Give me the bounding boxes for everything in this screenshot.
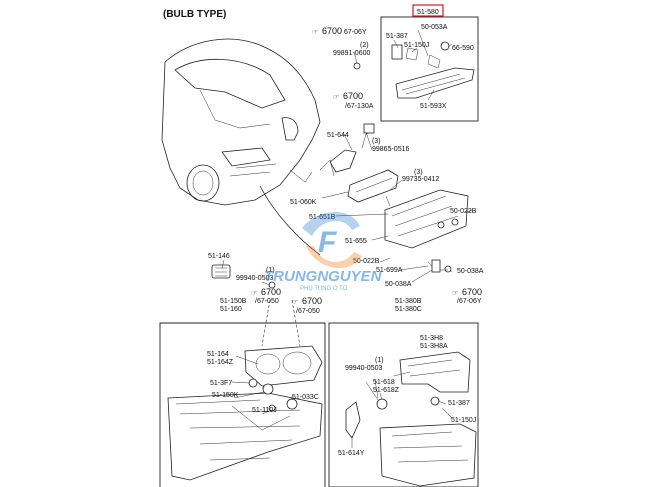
qty-1b: (1)	[375, 357, 384, 364]
label-51-110J[interactable]: 51-110J	[252, 407, 277, 414]
ref-arrow-icon-b: ☞	[333, 94, 339, 101]
vehicle-rear-drawing	[161, 38, 321, 256]
label-51-644[interactable]: 51-644	[327, 132, 349, 139]
label-50-038A-right[interactable]: 50-038A	[457, 268, 484, 275]
label-99940-0503-b[interactable]: 99940-0503	[345, 365, 382, 372]
label-99735-0412[interactable]: 99735-0412	[402, 176, 439, 183]
label-51-618Z[interactable]: 51-618Z	[373, 387, 400, 394]
label-51-060K[interactable]: 51-060K	[290, 199, 317, 206]
qty-3b: (3)	[414, 169, 423, 176]
label-51-150J-bottom[interactable]: 51-150J	[451, 417, 476, 424]
high-mount-lamp-drawing	[391, 41, 475, 99]
watermark-tagline: PHỤ TÙNG Ô TÔ	[300, 285, 348, 292]
watermark-brand: TRUNGNGUYEN	[264, 268, 383, 285]
small-fastener-drawing	[211, 264, 276, 289]
ref-67-06Y-a[interactable]: 67-06Y	[344, 29, 367, 36]
right-tail-lamp-drawing	[345, 351, 477, 487]
highlight-part-label[interactable]: 51-580	[417, 9, 439, 16]
ref-6700-e[interactable]: 6700	[462, 287, 482, 297]
label-51-164Z[interactable]: 51-164Z	[207, 359, 234, 366]
qty-1a: (1)	[266, 267, 275, 274]
inset-box-high-mount	[380, 16, 479, 122]
ref-arrow-icon-d: ☞	[292, 299, 298, 306]
label-51-380B[interactable]: 51-380B	[395, 298, 422, 305]
label-51-150K[interactable]: 51-150K	[212, 392, 239, 399]
label-51-150J-top[interactable]: 51-150J	[404, 42, 429, 49]
ref-6700-d[interactable]: 6700	[302, 296, 322, 306]
label-51-146[interactable]: 51-146	[208, 253, 230, 260]
highlight-box	[412, 4, 444, 17]
label-66-590[interactable]: 66-590	[452, 45, 474, 52]
label-50-053A[interactable]: 50-053A	[421, 24, 448, 31]
label-51-655[interactable]: 51-655	[345, 238, 367, 245]
qty-2: (2)	[360, 42, 369, 49]
label-51-3H8[interactable]: 51-3H8	[420, 335, 443, 342]
label-51-380C[interactable]: 51-380C	[395, 306, 422, 313]
label-99865-0516[interactable]: 99865-0516	[372, 146, 409, 153]
label-50-038A-left[interactable]: 50-038A	[385, 281, 412, 288]
watermark: F TRUNGNGUYEN PHỤ TÙNG Ô TÔ	[264, 211, 383, 292]
diagram-title: (BULB TYPE)	[163, 9, 226, 20]
label-99891-0600[interactable]: 99891-0600	[333, 50, 370, 57]
ref-arrow-icon-c: ☞	[251, 290, 257, 297]
ref-arrow-icon-e: ☞	[452, 290, 458, 297]
left-tail-lamp-drawing	[167, 299, 323, 481]
label-51-033C[interactable]: 51-033C	[292, 394, 319, 401]
label-51-651B[interactable]: 51-651B	[309, 214, 336, 221]
ref-67-050-c[interactable]: /67-050	[255, 298, 279, 305]
ref-67-050-d[interactable]: /67-050	[296, 308, 320, 315]
watermark-logo-icon: F	[318, 226, 337, 259]
label-50-022B-left[interactable]: 50-022B	[353, 258, 380, 265]
label-51-593X[interactable]: 51-593X	[420, 103, 447, 110]
inset-box-left-lamp	[159, 322, 326, 487]
ref-6700-a[interactable]: 6700	[322, 26, 342, 36]
center-lamp-assembly-drawing	[319, 62, 469, 273]
label-50-022B-right[interactable]: 50-022B	[450, 208, 477, 215]
ref-67-06Y-e[interactable]: /67-06Y	[457, 298, 482, 305]
ref-67-130A[interactable]: /67-130A	[345, 103, 374, 110]
ref-6700-c[interactable]: 6700	[261, 287, 281, 297]
label-51-387-bottom[interactable]: 51-387	[448, 400, 470, 407]
ref-arrow-icon-a: ☞	[312, 29, 318, 36]
label-51-160[interactable]: 51-160	[220, 306, 242, 313]
label-51-387-top[interactable]: 51-387	[386, 33, 408, 40]
part-labels: 50-053A 51-387 51-150J 66-590 51-593X ☞ …	[207, 24, 484, 457]
label-51-3F7[interactable]: 51-3F7	[210, 380, 232, 387]
label-51-699A[interactable]: 51-699A	[376, 267, 403, 274]
ref-6700-b[interactable]: 6700	[343, 91, 363, 101]
label-51-614Y[interactable]: 51-614Y	[338, 450, 365, 457]
label-51-3H8A[interactable]: 51-3H8A	[420, 343, 448, 350]
qty-3a: (3)	[372, 138, 381, 145]
label-99940-0503-a[interactable]: 99940-0503	[236, 275, 273, 282]
label-51-150B[interactable]: 51-150B	[220, 298, 247, 305]
label-51-164[interactable]: 51-164	[207, 351, 229, 358]
leader-lines	[221, 29, 473, 448]
label-51-618[interactable]: 51-618	[373, 379, 395, 386]
inset-box-right-lamp	[328, 322, 479, 487]
